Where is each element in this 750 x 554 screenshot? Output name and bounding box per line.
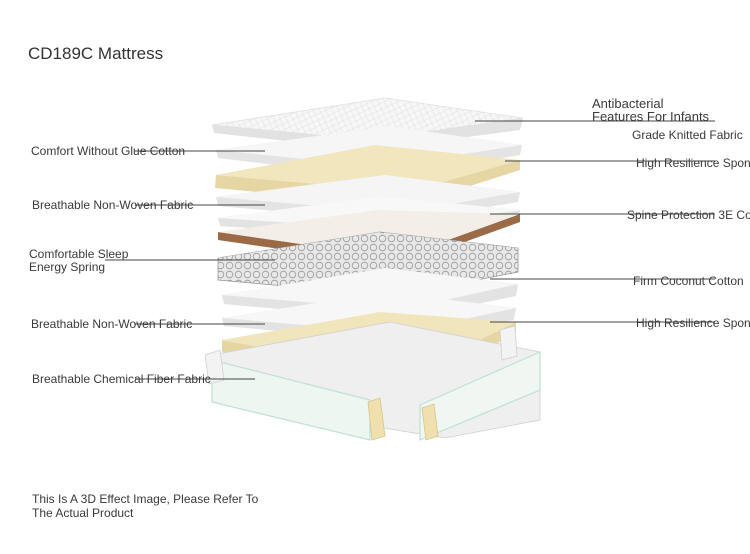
label-energy-spring: Comfortable Sleep Energy Spring [29, 247, 129, 274]
label-nonwoven-lower: Breathable Non-Woven Fabric [31, 317, 193, 331]
label-hr-sponge-lower: High Resilience Spon [636, 316, 750, 330]
label-knitted-fabric: Grade Knitted Fabric [632, 128, 743, 142]
page-title: CD189C Mattress [28, 44, 164, 63]
leader-lines [105, 120, 715, 380]
disclaimer-note: This Is A 3D Effect Image, Please Refer … [32, 492, 259, 520]
label-coconut-cotton: Firm Coconut Cotton [633, 274, 744, 288]
label-nonwoven-upper: Breathable Non-Woven Fabric [32, 198, 194, 212]
label-antibacterial: Antibacterial Features For Infants [592, 96, 710, 124]
label-hr-sponge-upper: High Resilience Spon [636, 156, 750, 170]
layer-base-frame [204, 321, 541, 441]
label-spine-protection: Spine Protection 3E Co [627, 208, 750, 222]
label-comfort-cotton: Comfort Without Glue Cotton [31, 144, 186, 158]
label-chemical-fiber: Breathable Chemical Fiber Fabric [32, 372, 211, 386]
